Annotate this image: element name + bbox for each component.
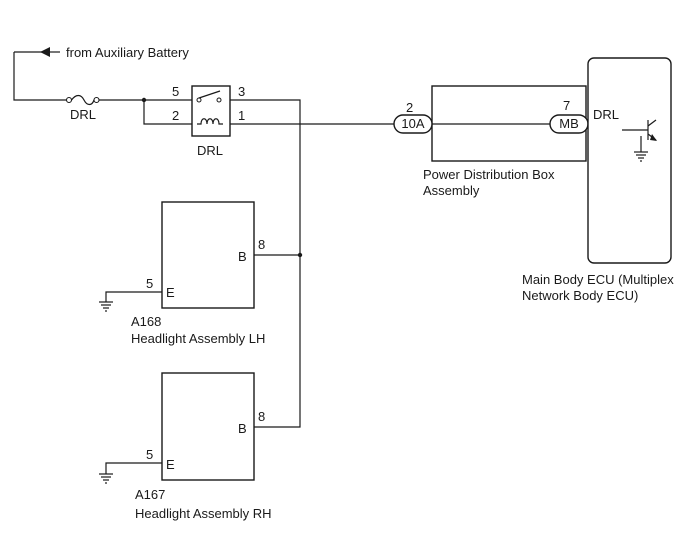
power-distribution-box: 10A 2 MB 7 Power Distribution Box Assemb… <box>393 85 589 198</box>
lh-pin-b: 8 <box>258 237 265 252</box>
main-body-ecu: DRL Main Body ECU (Multiplex Network Bod… <box>522 57 674 303</box>
pdb-pin-in: 2 <box>406 100 413 115</box>
fuse-label: DRL <box>70 107 96 122</box>
relay-pin-1: 1 <box>238 108 245 123</box>
pdb-pin-out: 7 <box>563 98 570 113</box>
relay-pin-3: 3 <box>238 84 245 99</box>
rh-term-e: E <box>166 457 175 472</box>
arrow-icon <box>40 47 50 57</box>
connector-10a <box>393 114 433 134</box>
pdb-name-line1: Power Distribution Box <box>423 167 555 182</box>
ecu-name-line2: Network Body ECU) <box>522 288 638 303</box>
rh-code: A167 <box>135 487 165 502</box>
relay-pin-2: 2 <box>172 108 179 123</box>
connector-10a-label: 10A <box>401 116 424 131</box>
ground-icon <box>99 473 113 484</box>
rh-pin-b: 8 <box>258 409 265 424</box>
relay-pin-5: 5 <box>172 84 179 99</box>
drl-relay: 5 3 2 1 DRL <box>172 84 245 158</box>
ecu-terminal-label: DRL <box>593 107 619 122</box>
transistor-icon <box>622 119 657 152</box>
ecu-name-line1: Main Body ECU (Multiplex <box>522 272 674 287</box>
drl-fuse: DRL <box>65 94 100 122</box>
headlight-assembly-rh: B 8 E 5 A167 Headlight Assembly RH <box>99 372 272 521</box>
lh-code: A168 <box>131 314 161 329</box>
rh-term-b: B <box>238 421 247 436</box>
rh-pin-e: 5 <box>146 447 153 462</box>
battery-label: from Auxiliary Battery <box>66 45 189 60</box>
ground-icon <box>634 151 648 162</box>
lh-term-e: E <box>166 285 175 300</box>
rh-name: Headlight Assembly RH <box>135 506 272 521</box>
pdb-name-line2: Assembly <box>423 183 480 198</box>
connector-mb-label: MB <box>559 116 579 131</box>
battery-feed: from Auxiliary Battery <box>13 45 189 101</box>
junction-dot <box>297 252 303 258</box>
headlight-assembly-lh: B 8 E 5 A168 Headlight Assembly LH <box>99 201 265 346</box>
ground-icon <box>99 301 113 312</box>
lh-pin-e: 5 <box>146 276 153 291</box>
relay-label: DRL <box>197 143 223 158</box>
lh-name: Headlight Assembly LH <box>131 331 265 346</box>
lh-term-b: B <box>238 249 247 264</box>
